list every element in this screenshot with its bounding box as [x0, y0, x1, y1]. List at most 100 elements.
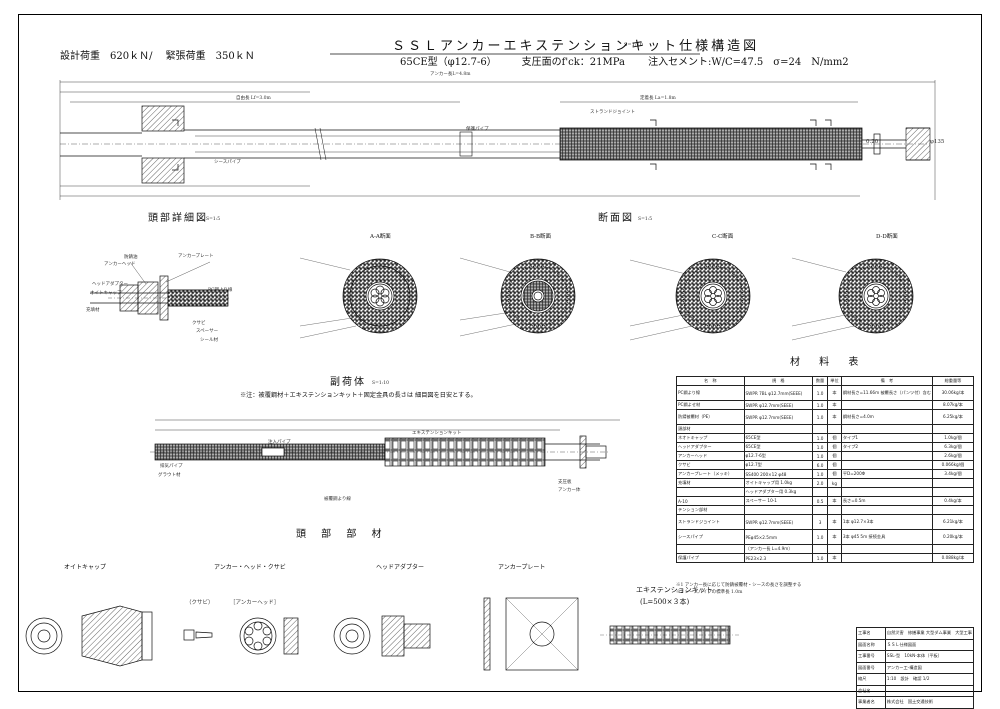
- materials-cell: [827, 487, 842, 497]
- part-adapter-drawing: [333, 615, 431, 657]
- mat-col-spec: 規 格: [743, 376, 814, 386]
- materials-cell: [931, 505, 975, 515]
- extension-kit-count: (L=500×３本): [640, 598, 690, 606]
- materials-cell: 1.0: [812, 469, 829, 479]
- materials-cell: [840, 487, 933, 497]
- title-block-row: 事業者名株式会社 国土交通技術: [856, 696, 975, 709]
- materials-cell: [743, 505, 814, 515]
- part-label-plate: アンカープレート: [498, 564, 546, 571]
- lbl-coated-strand: 被覆鋼より線: [324, 497, 351, 502]
- materials-cell: A-10: [676, 496, 745, 506]
- materials-cell: 6.3kg/個: [931, 442, 975, 452]
- cross-section-d: [838, 258, 914, 334]
- materials-cell: [931, 544, 975, 554]
- materials-cell: 6.0: [812, 460, 829, 470]
- materials-cell: [827, 424, 842, 434]
- lbl-bearing-plate: 支圧板: [558, 480, 572, 485]
- materials-cell: 3: [812, 514, 829, 530]
- materials-cell: 防錆被覆材（PE）: [676, 409, 745, 425]
- materials-cell: 頭部材: [676, 424, 745, 434]
- materials-cell: 1本 φ12.7×3本: [840, 514, 933, 530]
- title-block-label: 工事番号: [856, 650, 886, 663]
- title-block-value: [884, 684, 975, 697]
- materials-cell: PC鋼より線: [676, 385, 745, 401]
- materials-cell: アンカーヘッド: [676, 451, 745, 461]
- cut-label-a: A-A断面: [370, 234, 391, 240]
- ring-label-wedge: （クサビ）: [186, 600, 214, 606]
- materials-cell: 長さ=0.5m: [840, 496, 933, 506]
- cut-label-c: C-C断面: [712, 234, 734, 240]
- title-block-label: 事業者名: [856, 696, 886, 709]
- title-block-label: 図面名称: [856, 638, 886, 651]
- lbl-anchor-plate: アンカープレート: [178, 254, 214, 259]
- materials-cell: 0.088kg/本: [931, 553, 975, 563]
- materials-cell: φ12.7型: [743, 460, 814, 470]
- extension-kit-title: エキステンションキット: [636, 586, 713, 594]
- main-anchor-elevation: [60, 105, 931, 184]
- title-scale: S=1:10: [624, 42, 643, 48]
- title-block-label: 図面番号: [856, 661, 886, 674]
- materials-cell: 個: [827, 442, 842, 452]
- materials-cell: スペーサー 10-1: [743, 496, 814, 506]
- cross-section-a: [342, 258, 418, 334]
- materials-cell: [931, 424, 975, 434]
- materials-row: ヘッドアダプター用 0.3kg: [676, 487, 975, 497]
- materials-cell: 個: [827, 460, 842, 470]
- head-detail-scale: S=1:5: [206, 217, 221, 222]
- materials-cell: [840, 478, 933, 488]
- materials-cell: （アンカー長 L=4.9m）: [743, 544, 814, 554]
- head-parts-title: 頭 部 部 材: [296, 529, 388, 540]
- outer-frame: [18, 14, 982, 692]
- materials-cell: φ12.7-6型: [743, 451, 814, 461]
- part-label-adapter: ヘッドアダプター: [376, 564, 425, 571]
- title-block-label: 会社名: [856, 684, 886, 697]
- title-block-value: 自然災害 修繕事業 大型ダム事業 大型工事: [884, 627, 975, 640]
- materials-cell: PE23×2.3: [743, 553, 814, 563]
- materials-cell: ネオトキャップ: [676, 433, 745, 443]
- materials-cell: 65CE型: [743, 433, 814, 443]
- materials-cell: 個: [827, 469, 842, 479]
- materials-cell: 1.0: [812, 433, 829, 443]
- materials-cell: 0.4kg/本: [931, 496, 975, 506]
- materials-cell: [840, 460, 933, 470]
- materials-cell: 個: [827, 451, 842, 461]
- materials-cell: タイプ1: [840, 433, 933, 443]
- title-block-value: アンカー工-構造図: [884, 661, 975, 674]
- materials-row: （アンカー長 L=4.9m）: [676, 544, 975, 554]
- materials-cell: 1.0: [812, 400, 829, 410]
- materials-cell: タイプ2: [840, 442, 933, 452]
- materials-cell: [840, 553, 933, 563]
- materials-cell: [812, 487, 829, 497]
- title-block-row: 会社名: [856, 684, 975, 697]
- title-block-value: 1:10 設計 確認 1/2: [884, 673, 975, 686]
- lbl-protect-pipe: 保護パイプ: [466, 127, 489, 132]
- materials-cell: クサビ: [676, 460, 745, 470]
- extension-kit-drawing: [600, 625, 740, 645]
- materials-cell: 保護パイプ: [676, 553, 745, 563]
- anchor-note: ※注：被覆鋼材＋エキステンションキット＋固定金具の長さは 細目図を日安とする。: [240, 392, 477, 399]
- materials-cell: [812, 505, 829, 515]
- materials-note-2: ※2 シースパイプの標準長 1.0m: [676, 590, 743, 595]
- materials-cell: ヘッドアダプター: [676, 442, 745, 452]
- materials-note-1: ※1 アンカー長に応じて防錆被覆材・シースの長さを調整する: [676, 583, 802, 588]
- lbl-wedge: クサビ: [192, 321, 206, 326]
- part-plate-drawing: [483, 597, 579, 671]
- title-block-value: ＳＳＬ仕様図面: [884, 638, 975, 651]
- materials-cell: 本: [827, 409, 842, 425]
- materials-cell: 本: [827, 496, 842, 506]
- design-load-text: 設計荷重 620ｋＮ/ 緊張荷重 350ｋＮ: [60, 51, 255, 62]
- mat-col-unit: 単位: [827, 376, 842, 386]
- materials-cell: 30.06kg/本: [931, 385, 975, 401]
- materials-cell: [840, 451, 933, 461]
- title-block-label: 工事名: [856, 627, 886, 640]
- materials-cell: [827, 505, 842, 515]
- materials-cell: [743, 424, 814, 434]
- lbl-anchor-body: アンカー体: [558, 488, 581, 493]
